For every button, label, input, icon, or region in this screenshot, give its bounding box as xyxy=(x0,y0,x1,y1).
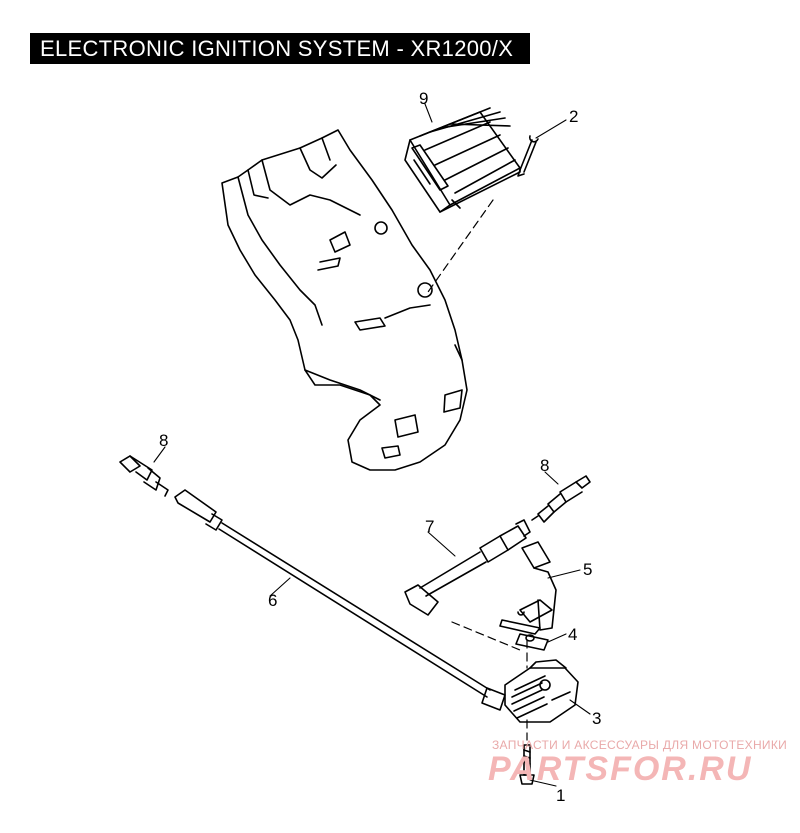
ecm-module xyxy=(404,107,521,213)
watermark-caption: ЗАПЧАСТИ И АКСЕССУАРЫ ДЛЯ МОТОТЕХНИКИ xyxy=(492,738,788,752)
ecm-screw xyxy=(517,135,539,177)
callout-6: 6 xyxy=(268,591,278,610)
callout-3: 3 xyxy=(592,709,602,728)
spacer-washer xyxy=(515,633,549,651)
fender-mount-bracket xyxy=(221,129,468,471)
spark-plug-right xyxy=(531,475,591,523)
spark-plug-cable-long xyxy=(174,489,506,711)
coil-bracket xyxy=(499,541,557,635)
spark-plug-cable-short xyxy=(404,519,531,616)
callout-2: 2 xyxy=(569,107,579,126)
callout-8-left: 8 xyxy=(159,431,169,450)
callout-9: 9 xyxy=(419,89,429,108)
page-title: ELECTRONIC IGNITION SYSTEM - XR1200/X xyxy=(30,33,530,64)
callout-1: 1 xyxy=(556,786,566,805)
coil-bolt xyxy=(519,744,535,785)
spark-plug-left xyxy=(119,455,169,497)
watermark-logo: PARTSFOR.RU xyxy=(488,750,753,788)
ignition-coil xyxy=(504,659,579,723)
callout-7: 7 xyxy=(425,517,435,536)
callout-8-right: 8 xyxy=(540,456,550,475)
callout-5: 5 xyxy=(583,560,593,579)
callout-4: 4 xyxy=(568,625,578,644)
